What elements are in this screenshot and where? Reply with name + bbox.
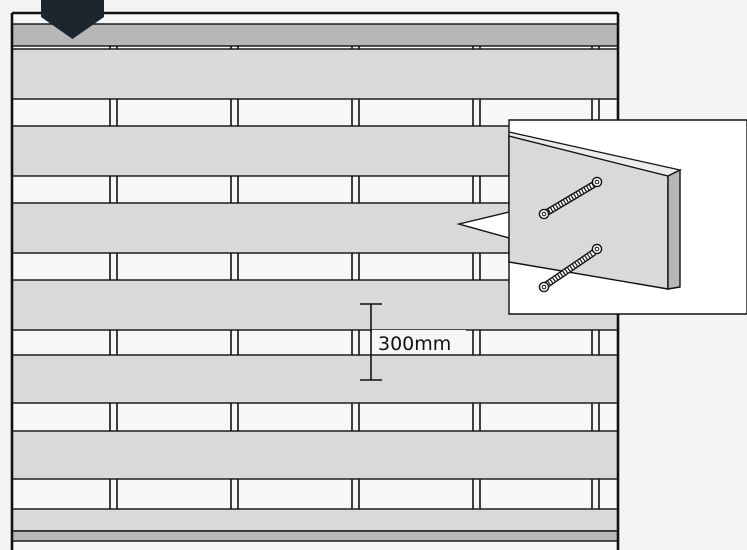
- detail-board-edge: [667, 168, 681, 290]
- bottom-capping-rail: [11, 530, 619, 542]
- board-6: [11, 430, 619, 480]
- bottom-base-board: [11, 508, 619, 532]
- dimension-label: 300mm: [378, 333, 451, 355]
- screw-icon: [538, 243, 603, 293]
- dimension-label-box: [372, 330, 466, 354]
- down-arrow-icon: [41, 0, 104, 39]
- screw-icon: [538, 176, 603, 220]
- board-5: [11, 354, 619, 404]
- dimension-indicator: [360, 303, 382, 381]
- detail-callout: [456, 119, 747, 315]
- board-1: [11, 48, 619, 100]
- top-capping-rail: [11, 23, 619, 47]
